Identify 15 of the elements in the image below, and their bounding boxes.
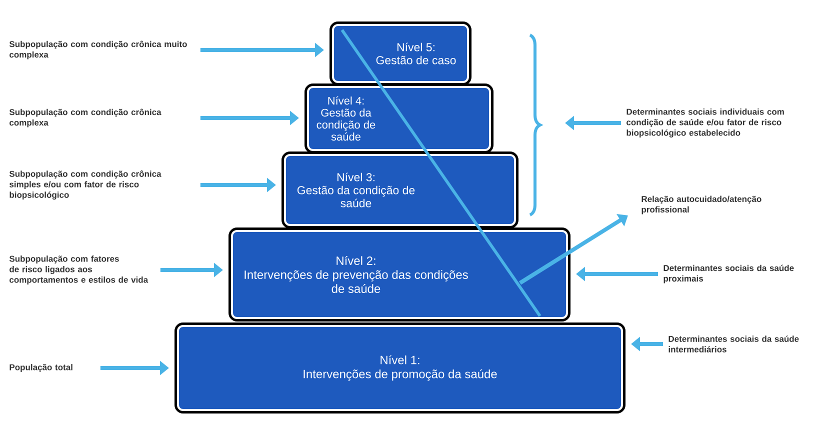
annotation-text: Determinantes sociais da saúde proximais bbox=[664, 264, 794, 284]
annotation-text: Subpopulação com fatores de risco ligados aos comportamentos e estilos de vida bbox=[9, 256, 148, 284]
annotation-text: População total bbox=[10, 364, 72, 372]
level-box: Nível 4: Gestão da condição de saúde bbox=[304, 84, 494, 154]
level-box: Nível 1: Intervenções de promoção da saúde bbox=[174, 322, 626, 414]
level-box: Nível 3: Gestão da condição de saúde bbox=[282, 152, 518, 228]
annotation-text: Subpopulação com condição crônica simples e/ou com fator de risco biopsicológico bbox=[9, 170, 162, 200]
annotation-text: Determinantes sociais da saúde intermediários bbox=[668, 336, 799, 352]
annotation-text: Determinantes sociais individuais com condição de saúde e/ou fator de risco biopsicológico estabelecido bbox=[626, 108, 784, 138]
annotation-text: Subpopulação com condição crônica complexa bbox=[9, 108, 162, 128]
arrow bbox=[518, 214, 628, 285]
level-box: Nível 5: Gestão de caso bbox=[330, 22, 472, 86]
level-box: Nível 2: Intervenções de prevenção das condições de saúde bbox=[228, 228, 570, 322]
annotation-text: Relação autocuidado/atenção profissional bbox=[642, 196, 762, 214]
annotation-text: Subpopulação com condição crônica muito complexa bbox=[9, 40, 187, 60]
